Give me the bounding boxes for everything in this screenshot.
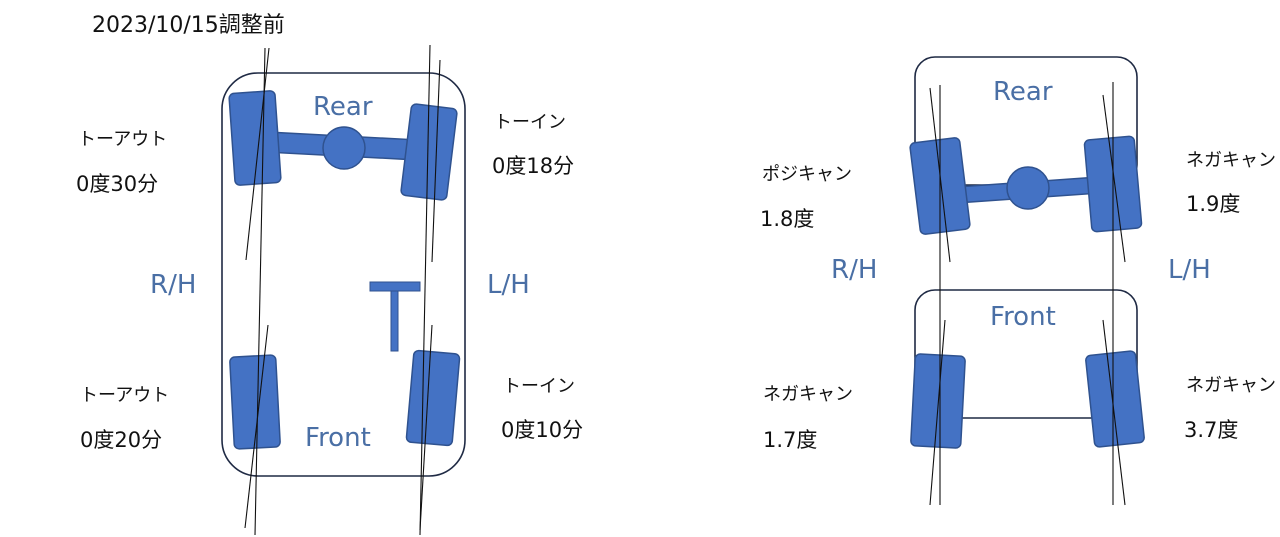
steering-symbol-bar [369, 281, 421, 292]
right-rear-left-type: ネガキャン [1186, 150, 1276, 171]
right-ref-line [1102, 94, 1126, 263]
right-rear-right-value: 1.8度 [760, 207, 815, 231]
right-rear-left-value: 1.9度 [1186, 192, 1241, 216]
left-front-right-value: 0度20分 [80, 428, 163, 452]
steering-symbol-column [390, 290, 399, 352]
right-differential [1006, 166, 1050, 210]
right-rear-label: Rear [993, 77, 1053, 107]
left-ref-line [244, 324, 269, 529]
right-front-right-type: ネガキャン [763, 384, 853, 405]
right-lh-label: L/H [1168, 255, 1211, 285]
right-rh-label: R/H [831, 255, 878, 285]
left-top-view [221, 44, 466, 536]
left-rear-right-type: トーアウト [78, 129, 168, 150]
left-rear-left-wheel [400, 103, 458, 201]
left-ref-line [419, 324, 433, 531]
right-front-label: Front [990, 302, 1056, 332]
right-ref-line [929, 87, 951, 263]
right-front-right-value: 1.7度 [763, 428, 818, 452]
left-rear-right-wheel [228, 90, 282, 186]
left-front-left-value: 0度10分 [501, 418, 584, 442]
left-differential [322, 126, 366, 170]
left-ref-line [254, 47, 266, 536]
right-ref-line [1102, 319, 1126, 506]
left-ref-line [431, 59, 441, 263]
right-rear-front-view [909, 56, 1145, 506]
right-front-left-type: ネガキャン [1186, 375, 1276, 396]
left-ref-line [419, 44, 431, 536]
right-ref-line [929, 319, 946, 506]
left-rear-left-type: トーイン [494, 112, 566, 133]
right-front-left-wheel [1085, 350, 1145, 448]
right-front-body [914, 289, 1138, 419]
left-rear-right-value: 0度30分 [76, 172, 159, 196]
right-front-left-value: 3.7度 [1184, 418, 1239, 442]
left-rear-left-value: 0度18分 [492, 154, 575, 178]
left-front-right-type: トーアウト [80, 385, 170, 406]
left-lh-label: L/H [487, 270, 530, 300]
left-vehicle-body [221, 72, 466, 477]
left-ref-line [245, 47, 270, 261]
left-rh-label: R/H [150, 270, 197, 300]
left-front-right-wheel [229, 354, 281, 450]
right-rear-right-type: ポジキャン [762, 164, 852, 185]
page-title: 2023/10/15調整前 [92, 13, 285, 38]
left-front-left-wheel [405, 349, 461, 447]
left-front-label: Front [305, 423, 371, 453]
left-front-left-type: トーイン [503, 376, 575, 397]
left-rear-label: Rear [313, 92, 373, 122]
